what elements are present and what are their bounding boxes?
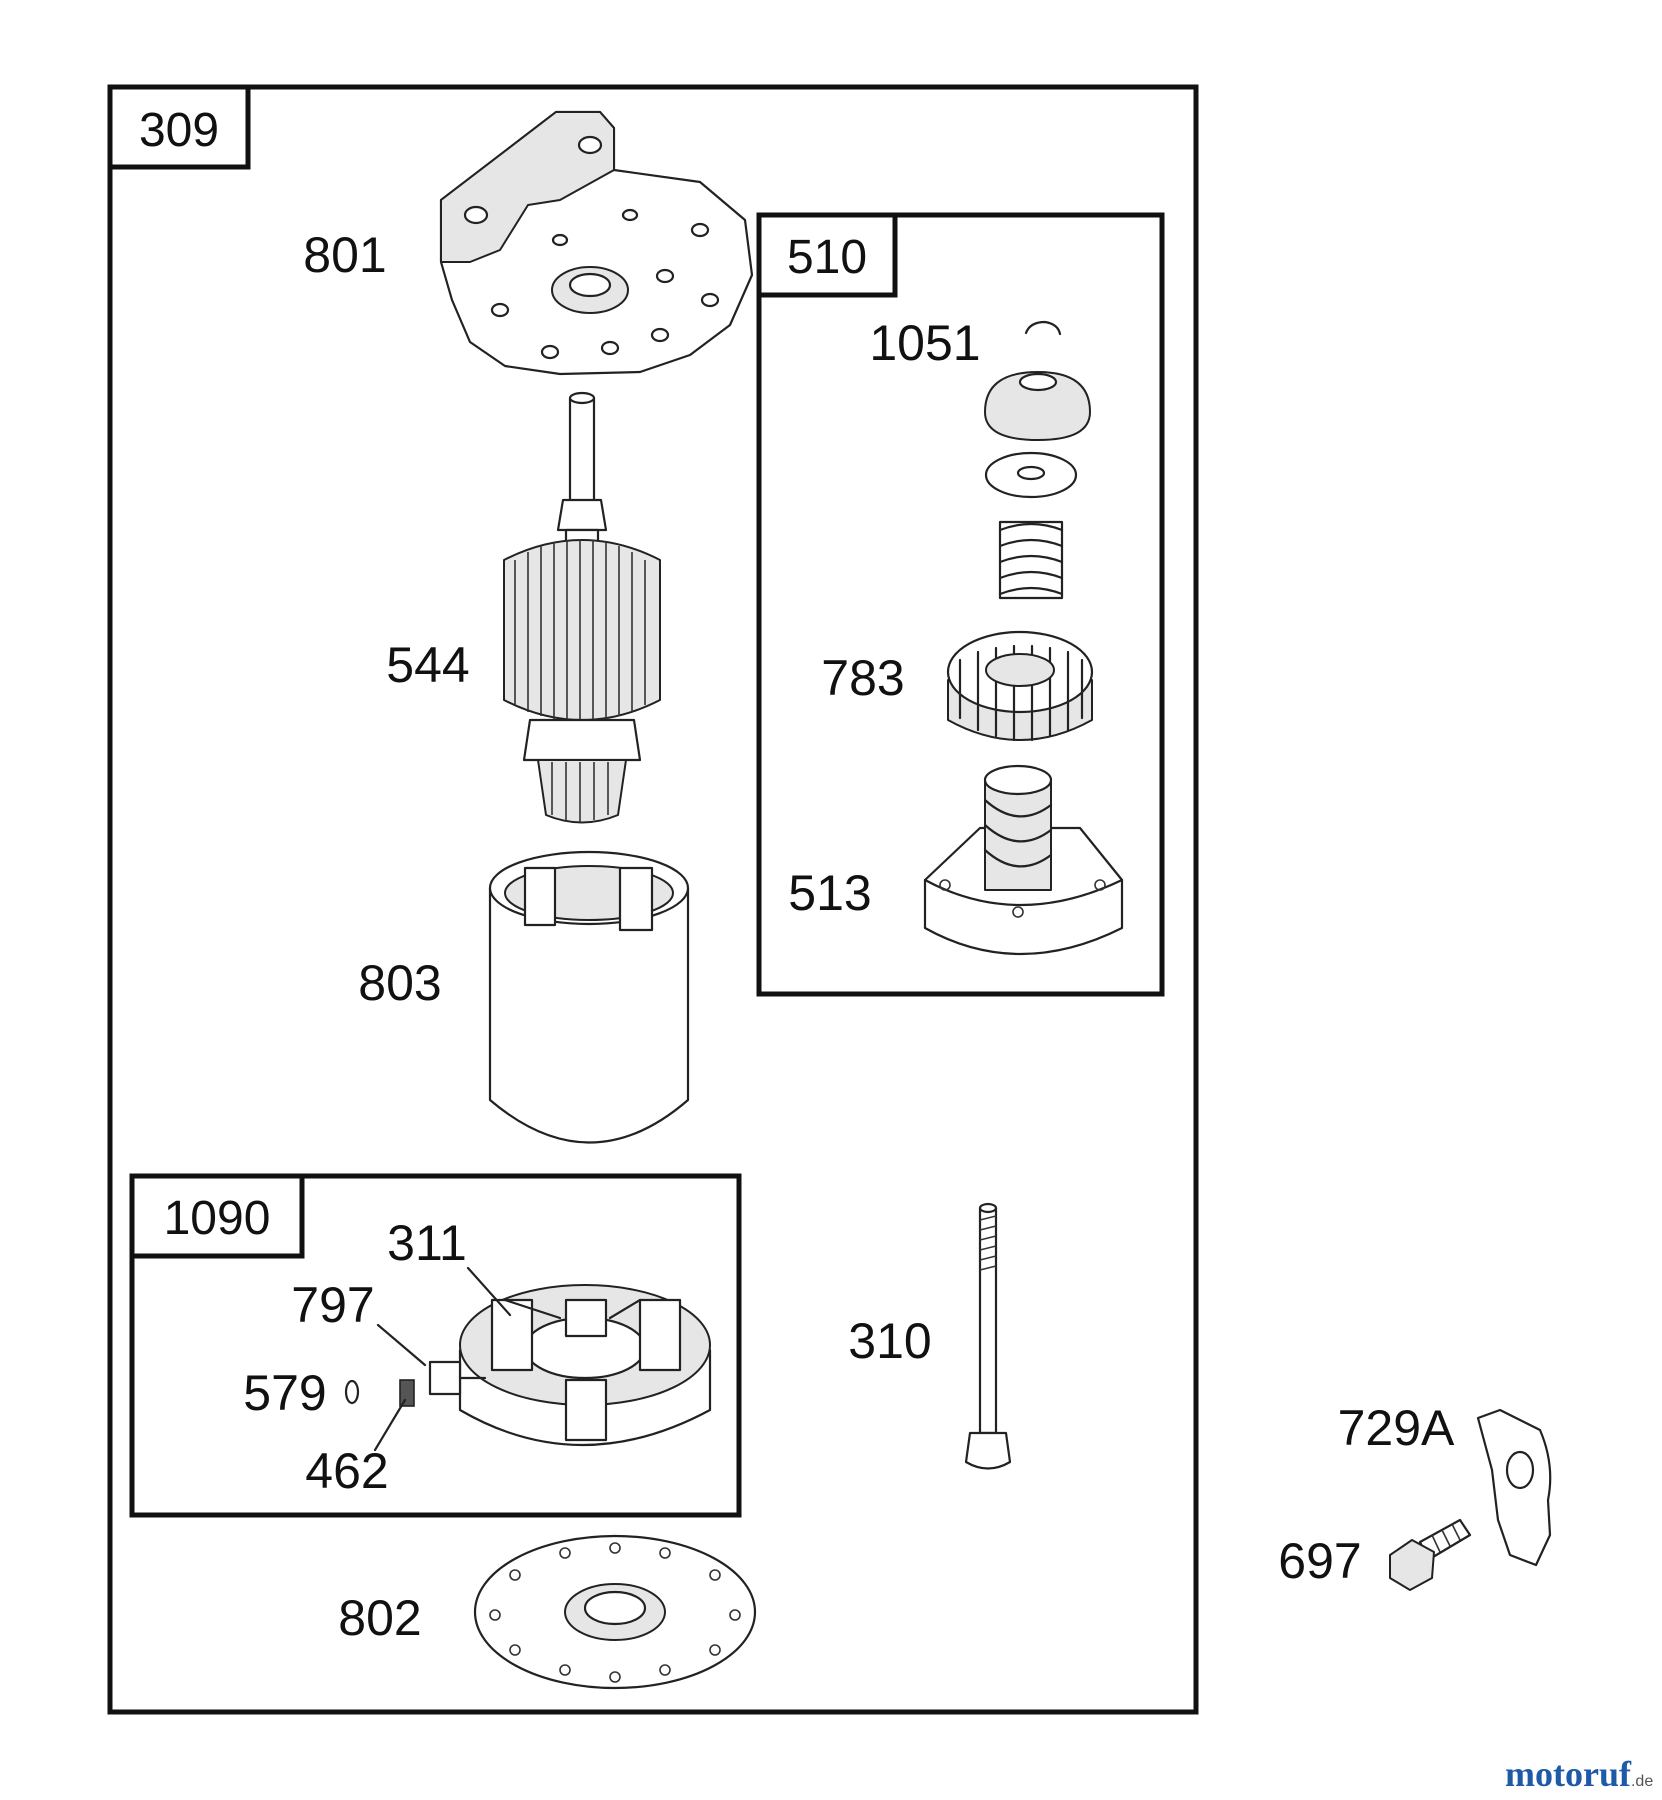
nut-579: 579 [243, 1365, 360, 1421]
gear-783: 783 [821, 630, 1094, 742]
label-1051: 1051 [869, 315, 980, 371]
terminal-797: 797 [291, 1277, 487, 1396]
washer-part [984, 451, 1078, 499]
box-510-frame [756, 212, 1165, 997]
box-309-label: 309 [139, 104, 219, 157]
leader-797 [376, 1323, 427, 1367]
watermark-logo: motoruf.de [1505, 1754, 1653, 1794]
end-plate-801: 801 [303, 110, 754, 376]
label-513: 513 [788, 865, 871, 921]
retainer-1051: 1051 [869, 315, 1062, 371]
cap-part [984, 371, 1091, 441]
label-729a: 729A [1338, 1400, 1455, 1456]
label-579: 579 [243, 1365, 326, 1421]
label-803: 803 [358, 955, 441, 1011]
leader-462 [373, 1398, 407, 1452]
end-cap-802: 802 [338, 1534, 757, 1690]
watermark-text: motoruf.de [1505, 1754, 1653, 1794]
watermark-suffix: .de [1631, 1773, 1653, 1790]
label-797: 797 [291, 1277, 374, 1333]
label-311: 311 [387, 1215, 467, 1271]
bracket-729a: 729A [1338, 1400, 1552, 1567]
label-544: 544 [386, 637, 469, 693]
box-309-tag [107, 84, 251, 170]
housing-803: 803 [358, 850, 690, 1144]
label-310: 310 [848, 1313, 931, 1369]
box-510: 510 [756, 212, 1165, 997]
armature-544: 544 [386, 391, 661, 824]
label-462: 462 [305, 1443, 388, 1499]
watermark-brand: motoruf [1505, 1754, 1632, 1794]
box-309-frame [107, 84, 1199, 1715]
brush-holder: 311 [387, 1215, 712, 1446]
spring-part [998, 520, 1064, 600]
screw-462: 462 [305, 1379, 415, 1499]
box-1090-label: 1090 [164, 1192, 271, 1245]
drive-housing-513: 513 [788, 764, 1124, 955]
box-1090: 1090 [129, 1173, 742, 1518]
label-802: 802 [338, 1590, 421, 1646]
label-783: 783 [821, 650, 904, 706]
screw-697: 697 [1278, 1518, 1472, 1591]
bolt-310: 310 [848, 1202, 1012, 1470]
box-309: 309 [107, 84, 1199, 1715]
label-801: 801 [303, 227, 386, 283]
box-510-label: 510 [787, 231, 867, 284]
box-1090-frame [129, 1173, 742, 1518]
label-697: 697 [1278, 1533, 1361, 1589]
box-1090-tag [129, 1173, 305, 1259]
leader-311 [466, 1266, 512, 1317]
box-510-tag [756, 212, 898, 298]
